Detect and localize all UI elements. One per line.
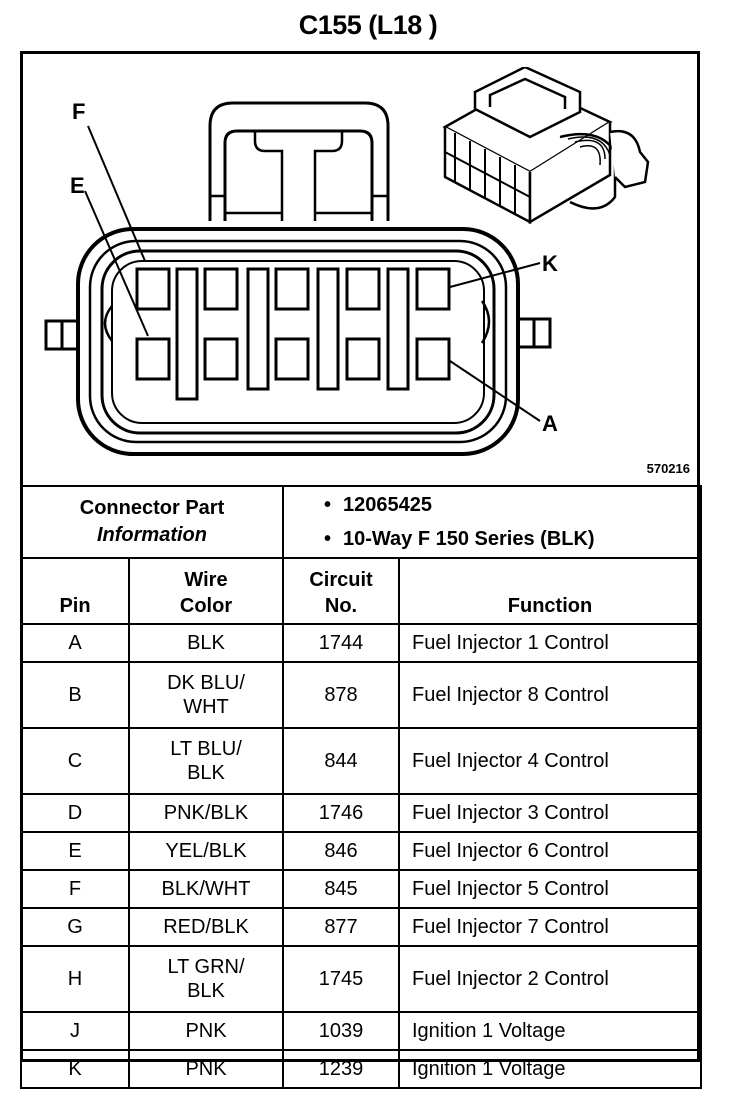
function-cell: Ignition 1 Voltage (398, 1049, 702, 1089)
pin-cell: J (20, 1011, 130, 1051)
leader-k (449, 262, 541, 288)
pin-cell: K (20, 1049, 130, 1089)
pin-label-a: A (542, 411, 558, 436)
connector-info-label: Connector Part Information (20, 485, 284, 559)
pin-label-k: K (542, 251, 558, 276)
function-cell: Fuel Injector 4 Control (398, 727, 702, 795)
pin-cell: G (20, 907, 130, 947)
circuit-cell: 1746 (282, 793, 400, 833)
wire-color-cell: PNK/BLK (128, 793, 284, 833)
circuit-cell: 844 (282, 727, 400, 795)
part-number: 12065425 (324, 488, 700, 522)
leader-e (84, 190, 149, 337)
pinout-table: Connector Part Information 12065425 10-W… (20, 485, 702, 1089)
separator-ribs (175, 267, 410, 401)
latch-t (253, 131, 344, 221)
circuit-cell: 1745 (282, 945, 400, 1013)
pin-cell: D (20, 793, 130, 833)
circuit-cell: 1239 (282, 1049, 400, 1089)
header-function: Function (398, 557, 702, 625)
pin-cell: C (20, 727, 130, 795)
page-title: C155 (L18 ) (298, 10, 438, 40)
pin-cell: A (20, 623, 130, 663)
function-cell: Ignition 1 Voltage (398, 1011, 702, 1051)
housing-inner (100, 249, 496, 435)
pin-cell: H (20, 945, 130, 1013)
housing-mid (88, 239, 508, 444)
connector-info-row: Connector Part Information 12065425 10-W… (20, 485, 702, 559)
circuit-cell: 845 (282, 869, 400, 909)
leader-f (87, 125, 146, 262)
leader-a (449, 360, 541, 422)
latch-outline (208, 101, 390, 221)
function-cell: Fuel Injector 5 Control (398, 869, 702, 909)
wire-color-cell: LT GRN/BLK (128, 945, 284, 1013)
circuit-cell: 1039 (282, 1011, 400, 1051)
pin-cell: E (20, 831, 130, 871)
header-pin: Pin (20, 557, 130, 625)
pin-label-e: E (70, 173, 85, 198)
pin-cell: F (20, 869, 130, 909)
connector-info-list: 12065425 10-Way F 150 Series (BLK) (282, 485, 702, 559)
function-cell: Fuel Injector 1 Control (398, 623, 702, 663)
figure-number: 570216 (646, 461, 690, 476)
wire-color-cell: DK BLU/WHT (128, 661, 284, 729)
connector-isometric-icon (442, 67, 650, 225)
circuit-cell: 878 (282, 661, 400, 729)
connector-face-icon (44, 101, 552, 456)
wire-color-cell: YEL/BLK (128, 831, 284, 871)
wire-color-cell: BLK/WHT (128, 869, 284, 909)
function-cell: Fuel Injector 2 Control (398, 945, 702, 1013)
pin-label-f: F (72, 99, 86, 124)
pin-cell: B (20, 661, 130, 729)
connector-diagram: F E K A 570216 (20, 51, 700, 485)
circuit-cell: 877 (282, 907, 400, 947)
pin-cavities (135, 267, 451, 381)
wire-color-cell: PNK (128, 1011, 284, 1051)
function-cell: Fuel Injector 3 Control (398, 793, 702, 833)
wire-color-cell: BLK (128, 623, 284, 663)
wire-color-cell: LT BLU/BLK (128, 727, 284, 795)
connector-type: 10-Way F 150 Series (BLK) (324, 522, 700, 556)
function-cell: Fuel Injector 8 Control (398, 661, 702, 729)
circuit-cell: 846 (282, 831, 400, 871)
function-cell: Fuel Injector 7 Control (398, 907, 702, 947)
circuit-cell: 1744 (282, 623, 400, 663)
latch-inner (223, 129, 374, 221)
wire-color-cell: PNK (128, 1049, 284, 1089)
function-cell: Fuel Injector 6 Control (398, 831, 702, 871)
wire-color-cell: RED/BLK (128, 907, 284, 947)
housing-outer (76, 227, 520, 456)
